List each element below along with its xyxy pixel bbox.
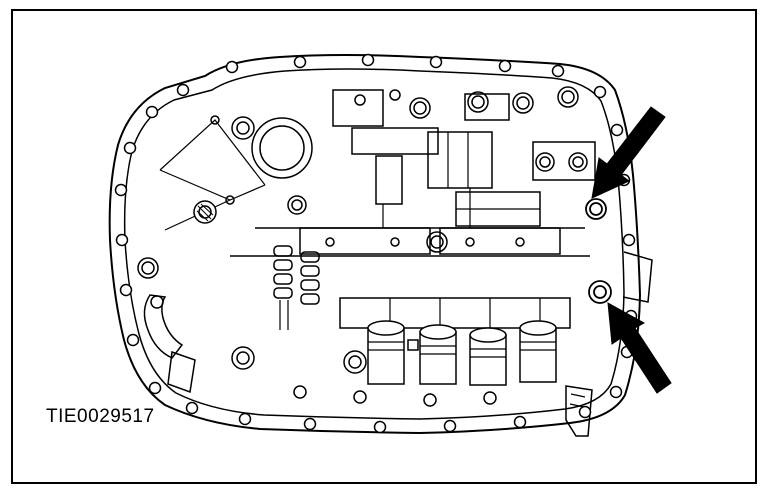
solenoids	[367, 320, 557, 386]
target-bolt-upper	[585, 198, 607, 220]
spring-stacks	[273, 245, 320, 330]
internal-bolts	[137, 86, 588, 374]
flange-bolt-holes	[114, 53, 638, 434]
figure-border	[11, 9, 757, 484]
upper-callout-arrow-icon	[591, 106, 666, 199]
pan-flange-outline	[108, 54, 653, 437]
valve-body-internals	[137, 86, 596, 394]
manual-lever	[143, 294, 196, 394]
target-bolt-lower	[588, 280, 612, 304]
lower-callout-arrow-icon	[607, 302, 672, 394]
figure-id-label: TIE0029517	[46, 406, 155, 427]
